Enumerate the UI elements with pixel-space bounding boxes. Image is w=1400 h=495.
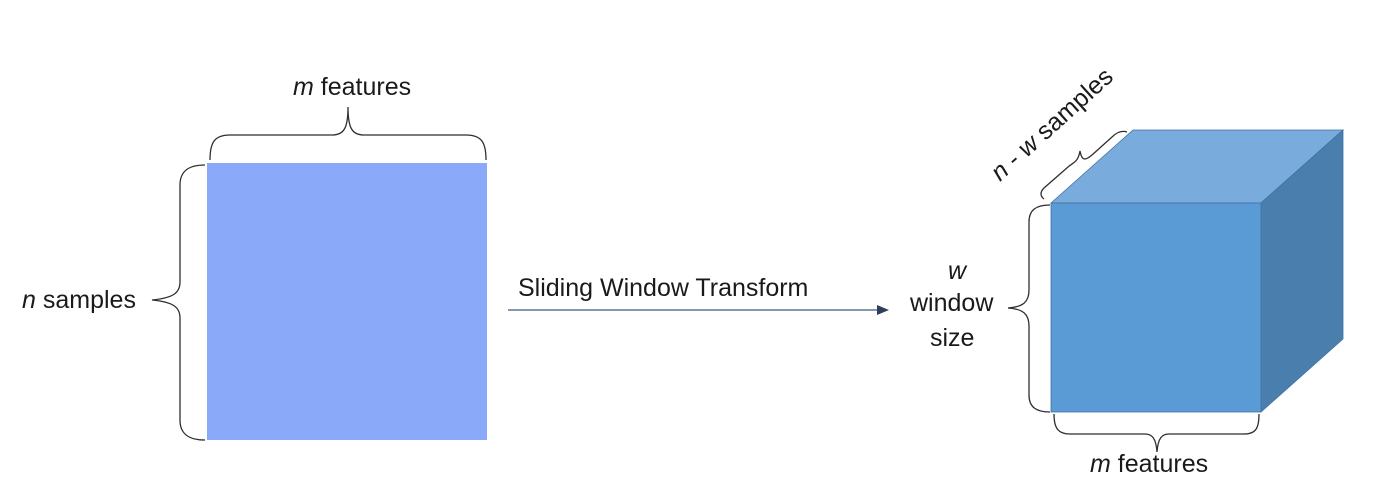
matrix-left-label: n samples	[22, 286, 136, 314]
cube-bottom-label: m features	[1090, 450, 1208, 478]
cube-left-label-var: w	[948, 257, 968, 285]
transform-label: Sliding Window Transform	[518, 274, 808, 302]
input-matrix	[207, 163, 487, 440]
matrix-left-brace	[151, 164, 206, 441]
matrix-top-label: m features	[293, 73, 411, 101]
matrix-top-brace	[209, 106, 487, 161]
cube-left-brace	[1007, 204, 1051, 413]
arrow-right-icon	[877, 305, 889, 315]
cube-bottom-brace	[1053, 413, 1260, 453]
cube-left-label-line2: window	[909, 289, 994, 317]
cube-left-label-line3: size	[930, 324, 974, 352]
cube-diagonal-brace	[1040, 130, 1128, 200]
cube-front-face	[1050, 202, 1262, 413]
